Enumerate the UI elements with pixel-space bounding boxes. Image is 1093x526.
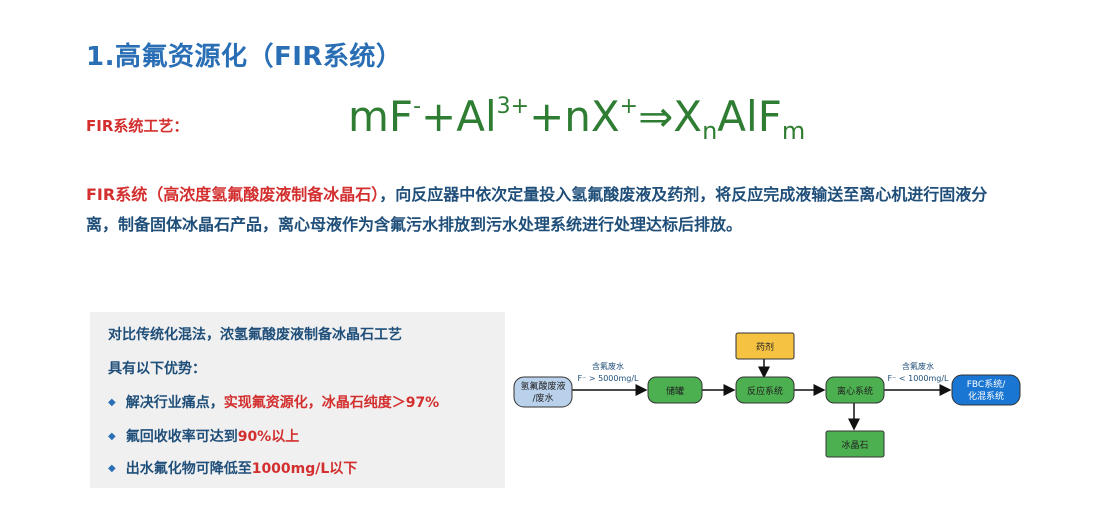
advantages-intro: 对比传统化混法，浓氢氟酸废液制备冰晶石工艺: [108, 327, 402, 343]
edge-label: 含氟废水: [592, 361, 624, 371]
advantages-panel: 对比传统化混法，浓氢氟酸废液制备冰晶石工艺 具有以下优势： ◆ 解决行业痛点，实现…: [90, 312, 505, 488]
advantage-item: ◆ 出水氟化物可降低至1000mg/L以下: [108, 458, 357, 478]
advantage-item: ◆ 氟回收收率可达到90%以上: [108, 426, 299, 446]
edge-label: F⁻ < 1000mg/L: [888, 374, 950, 383]
formula-part: AlF: [717, 92, 782, 141]
diamond-bullet-icon: ◆: [108, 397, 116, 408]
tank-node-label: 储罐: [666, 385, 684, 397]
source-node-label: /废水: [532, 392, 553, 404]
source-node-label: 氢氟酸废液: [520, 380, 565, 392]
chemical-formula: mF-+Al3++nX+⇒XnAlFm: [348, 92, 806, 145]
product-node: [825, 430, 885, 458]
edge-label: 含氟废水: [902, 361, 934, 371]
formula-part: mF: [348, 92, 414, 141]
formula-sup: -: [413, 94, 422, 119]
reagent-node-label: 药剂: [756, 341, 774, 353]
tank-node: [647, 376, 703, 404]
description-paragraph: FIR系统（高浓度氢氟酸废液制备冰晶石），向反应器中依次定量投入氢氟酸废液及药剂…: [86, 180, 1016, 240]
formula-arrow: ⇒: [638, 92, 674, 141]
advantage-text: 解决行业痛点，: [125, 395, 224, 411]
edge-label: F⁻ > 5000mg/L: [578, 374, 640, 383]
source-node: [513, 376, 573, 408]
process-label: FIR系统工艺：: [86, 117, 189, 135]
diamond-bullet-icon: ◆: [108, 431, 116, 442]
diamond-bullet-icon: ◆: [108, 463, 116, 474]
destination-node: [951, 374, 1021, 406]
advantage-item: ◆ 解决行业痛点，实现氟资源化，冰晶石纯度＞97%: [108, 392, 439, 412]
product-node-label: 冰晶石: [841, 439, 868, 451]
advantages-intro: 具有以下优势：: [108, 361, 206, 377]
advantage-highlight: 1000mg/L以下: [251, 461, 358, 477]
formula-sub: n: [702, 117, 718, 145]
destination-node-label: FBC系统/: [967, 378, 1006, 390]
centrifuge-node: [825, 376, 885, 404]
formula-sup: 3+: [496, 94, 530, 119]
reagent-node: [735, 332, 795, 360]
reactor-node-label: 反应系统: [747, 385, 783, 397]
formula-sup: +: [619, 94, 639, 119]
centrifuge-node-label: 离心系统: [837, 385, 873, 397]
advantage-text: 氟回收收率可达到: [125, 429, 238, 445]
advantage-highlight: 90%以上: [237, 429, 300, 445]
destination-node-label: 化混系统: [968, 390, 1004, 402]
description-highlight: FIR系统（高浓度氢氟酸废液制备冰晶石）: [86, 185, 380, 204]
reactor-node: [735, 376, 795, 404]
advantage-text: 出水氟化物可降低至: [125, 461, 252, 477]
formula-sub: m: [781, 117, 806, 145]
page-title: 1.高氟资源化（FIR系统）: [86, 42, 403, 72]
advantage-highlight: 实现氟资源化，冰晶石纯度＞97%: [223, 395, 440, 411]
formula-part: +Al: [421, 92, 497, 141]
formula-part: X: [673, 92, 703, 141]
description-text: ，向反应器中依次定量投入氢氟酸废液及药剂，将反应完成液输送至离心机进行固液分离，…: [86, 185, 988, 234]
process-flow-diagram: 含氟废水 F⁻ > 5000mg/L 含氟废水 F⁻ < 1000mg/L 氢氟…: [513, 332, 1021, 458]
formula-part: +nX: [529, 92, 620, 141]
